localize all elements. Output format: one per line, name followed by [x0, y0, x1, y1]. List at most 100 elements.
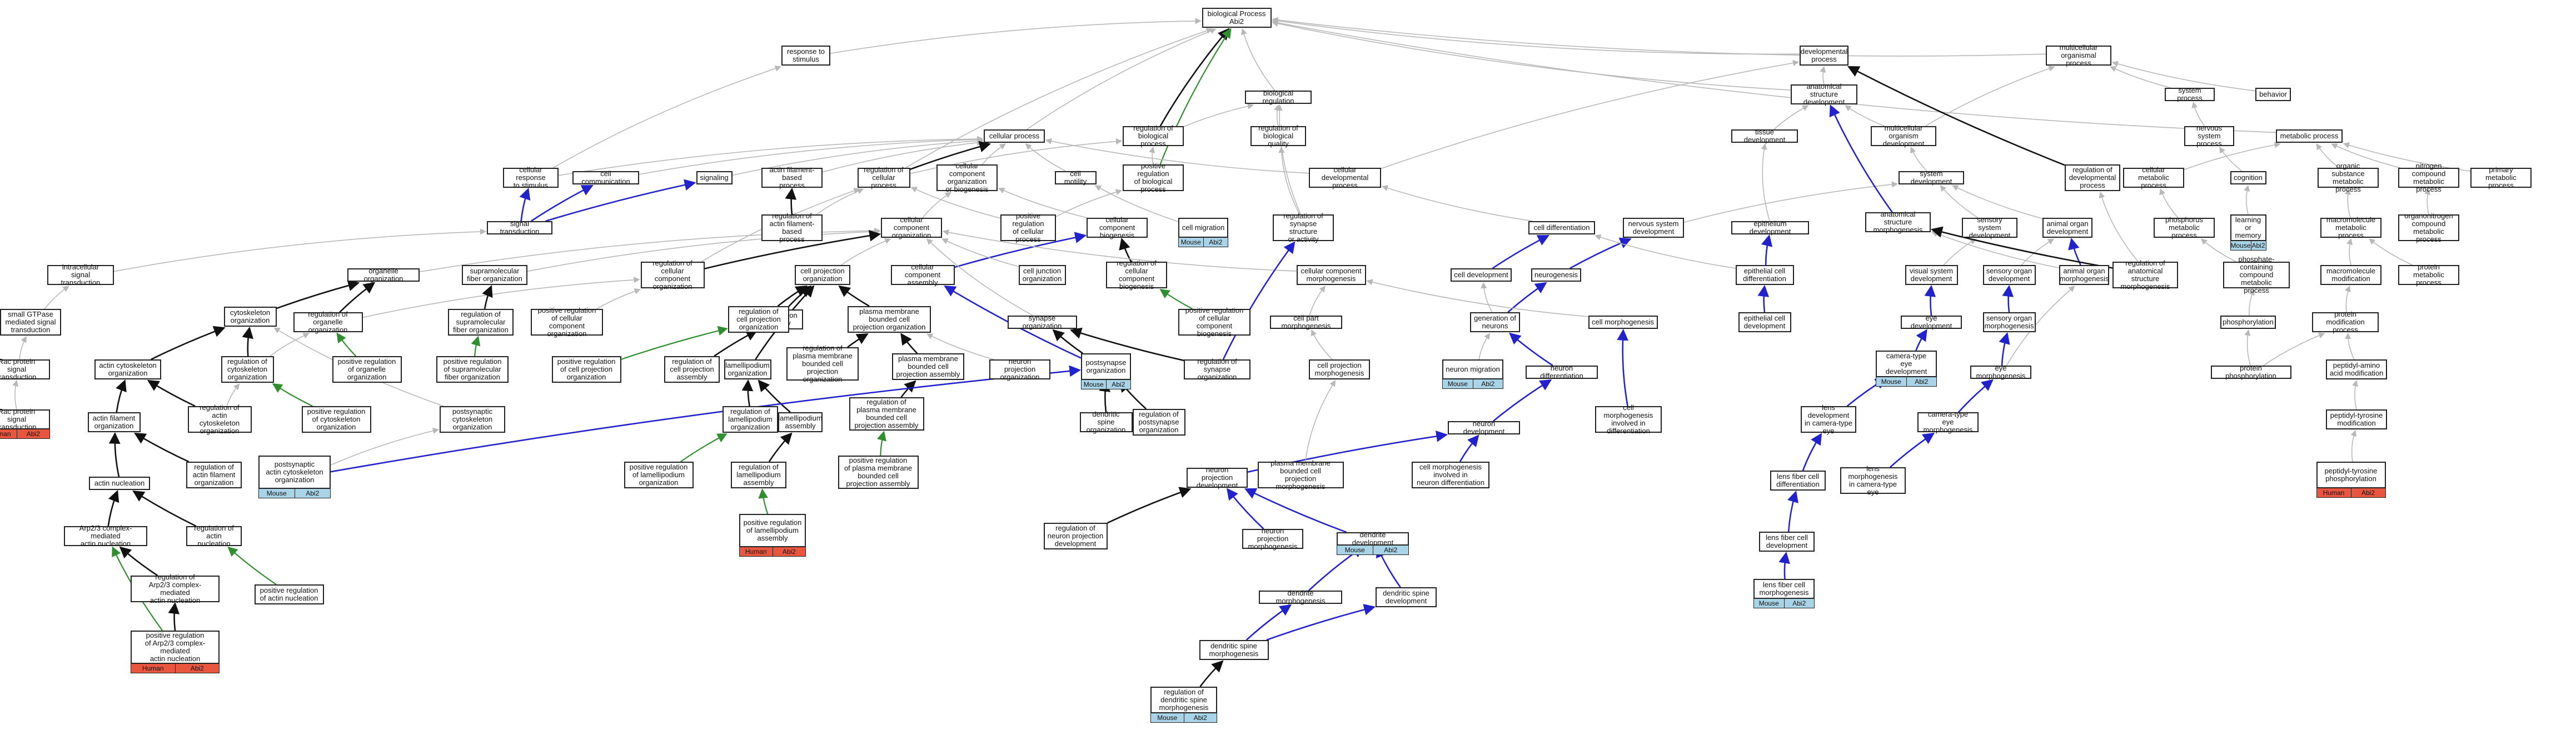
go-term-node[interactable]: lens morphogenesis in camera-type eye: [1840, 465, 1906, 496]
go-term-node[interactable]: positive regulation of lamellipodium org…: [624, 462, 694, 488]
go-term-node[interactable]: organonitrogen compound metabolic proces…: [2398, 212, 2459, 243]
go-term-node[interactable]: peptidyl-tyrosine phosphorylation: [2316, 462, 2386, 488]
go-term-node[interactable]: positive regulation of cellular process: [1000, 212, 1056, 243]
go-term-node[interactable]: regulation of actin filament organizatio…: [186, 462, 242, 488]
go-term-node[interactable]: regulation of organelle organization: [293, 311, 363, 334]
go-term-node[interactable]: regulation of plasma membrane bounded ce…: [849, 397, 924, 431]
go-term-node[interactable]: biological regulation: [1245, 89, 1312, 105]
go-term-node[interactable]: dendrite morphogenesis: [1259, 589, 1342, 605]
go-term-node[interactable]: phosphorylation: [2220, 316, 2276, 329]
go-term-node[interactable]: neuron projection organization: [989, 358, 1050, 381]
go-term-node[interactable]: positive regulation of biological proces…: [1123, 162, 1184, 193]
go-term-node[interactable]: cell differentiation: [1528, 221, 1595, 234]
go-term-node[interactable]: tissue development: [1731, 128, 1798, 144]
go-term-node[interactable]: developmental process: [1800, 46, 1848, 66]
go-term-node[interactable]: regulation of cellular component organiz…: [640, 259, 705, 291]
go-term-node[interactable]: postsynaptic actin cytoskeleton organiza…: [258, 456, 331, 489]
go-term-node[interactable]: dendritic spine morphogenesis: [1199, 640, 1269, 660]
go-term-node[interactable]: regulation of plasma membrane bounded ce…: [786, 344, 859, 383]
go-term-node[interactable]: cell projection morphogenesis: [1309, 359, 1370, 379]
go-term-node[interactable]: cell migration: [1178, 218, 1228, 238]
go-term-node[interactable]: regulation of supramolecular fiber organ…: [448, 309, 514, 336]
go-term-node[interactable]: positive regulation of actin nucleation: [254, 584, 324, 604]
go-term-node[interactable]: macromolecule modification: [2320, 265, 2381, 285]
go-term-node[interactable]: protein modification process: [2312, 311, 2379, 334]
go-term-node[interactable]: cellular component biogenesis: [1087, 216, 1148, 239]
go-term-node[interactable]: eye morphogenesis: [1970, 364, 2031, 380]
go-term-node[interactable]: animal organ morphogenesis: [2059, 265, 2109, 285]
go-term-node[interactable]: regulation of developmental process: [2065, 164, 2120, 191]
go-term-node[interactable]: regulation of postsynapse organization: [1132, 409, 1185, 436]
go-term-node[interactable]: anatomical structure morphogenesis: [1865, 211, 1931, 234]
go-term-node[interactable]: cell development: [1451, 268, 1512, 282]
go-term-node[interactable]: lens fiber cell morphogenesis: [1753, 579, 1815, 599]
go-term-node[interactable]: regulation of actin cytoskeleton organiz…: [187, 404, 252, 435]
go-term-node[interactable]: lamellipodium organization: [724, 359, 771, 379]
go-term-node[interactable]: lens development in camera-type eye: [1801, 404, 1856, 435]
go-term-node[interactable]: postsynapse organization: [1081, 353, 1131, 380]
go-term-node[interactable]: system development: [1899, 170, 1964, 186]
go-term-node[interactable]: system process: [2165, 87, 2215, 102]
go-term-node[interactable]: lens fiber cell differentiation: [1770, 471, 1826, 491]
go-term-node[interactable]: positive regulation of Arp2/3 complex-me…: [131, 631, 220, 664]
go-term-node[interactable]: synapse organization: [1007, 314, 1077, 330]
go-term-node[interactable]: protein metabolic process: [2398, 263, 2459, 287]
go-term-node[interactable]: positive regulation of cytoskeleton orga…: [301, 406, 371, 433]
go-term-node[interactable]: cellular component organization: [881, 216, 942, 239]
go-term-node[interactable]: nitrogen compound metabolic process: [2398, 162, 2459, 193]
go-term-node[interactable]: regulation of dendritic spine morphogene…: [1150, 687, 1217, 713]
go-term-node[interactable]: sensory organ development: [1982, 265, 2036, 285]
go-term-node[interactable]: response to stimulus: [781, 46, 830, 66]
go-term-node[interactable]: dendritic spine organization: [1079, 411, 1133, 434]
go-term-node[interactable]: generation of neurons: [1470, 312, 1520, 332]
go-term-node[interactable]: eye development: [1901, 314, 1962, 330]
go-term-node[interactable]: nervous system development: [1623, 218, 1684, 238]
go-term-node[interactable]: cellular response to stimulus: [503, 166, 559, 189]
go-term-node[interactable]: epithelium development: [1731, 220, 1809, 236]
go-term-node[interactable]: positive regulation of organelle organiz…: [332, 356, 402, 383]
go-term-node[interactable]: lens fiber cell development: [1759, 532, 1815, 552]
go-term-node[interactable]: plasma membrane bounded cell projection …: [1257, 459, 1344, 491]
go-term-node[interactable]: regulation of actin filament-based proce…: [761, 212, 823, 243]
go-term-node[interactable]: multicellular organism development: [1871, 124, 1936, 148]
go-term-node[interactable]: signal transduction: [487, 220, 552, 236]
go-term-node[interactable]: metabolic process: [2276, 129, 2343, 143]
go-term-node[interactable]: cognition: [2230, 171, 2266, 184]
go-term-node[interactable]: biological Process Abi2: [1202, 8, 1272, 28]
go-term-node[interactable]: camera-type eye morphogenesis: [1917, 411, 1979, 434]
go-term-node[interactable]: protein phosphorylation: [2210, 364, 2291, 380]
go-term-node[interactable]: neurogenesis: [1531, 268, 1581, 282]
go-term-node[interactable]: regulation of cell projection assembly: [664, 356, 720, 383]
go-term-node[interactable]: cell morphogenesis involved in different…: [1595, 404, 1662, 435]
go-term-node[interactable]: cell motility: [1054, 170, 1097, 186]
go-term-node[interactable]: epithelial cell development: [1738, 312, 1791, 332]
go-term-node[interactable]: neuron migration: [1442, 359, 1503, 379]
go-term-node[interactable]: postsynaptic cytoskeleton organization: [440, 406, 505, 433]
go-term-node[interactable]: lamellipodium assembly: [778, 412, 823, 432]
go-term-node[interactable]: dendritic spine development: [1376, 587, 1437, 607]
go-term-node[interactable]: sensory system development: [1962, 216, 2017, 239]
go-term-node[interactable]: regulation of actin nucleation: [186, 524, 242, 548]
go-term-node[interactable]: visual system development: [1905, 265, 1958, 285]
go-term-node[interactable]: supramolecular fiber organization: [462, 265, 527, 285]
go-term-node[interactable]: actin cytoskeleton organization: [94, 359, 161, 379]
go-term-node[interactable]: sensory organ morphogenesis: [1982, 312, 2036, 332]
go-term-node[interactable]: regulation of cytoskeleton organization: [221, 356, 274, 383]
go-term-node[interactable]: primary metabolic process: [2470, 166, 2532, 189]
go-term-node[interactable]: actin filament organization: [87, 412, 141, 432]
go-term-node[interactable]: Rac protein signal transduction: [0, 408, 50, 431]
go-term-node[interactable]: regulation of synapse structure or activ…: [1273, 212, 1334, 243]
go-term-node[interactable]: regulation of Arp2/3 complex-mediated ac…: [131, 573, 220, 604]
go-term-node[interactable]: cell morphogenesis: [1588, 316, 1658, 329]
go-term-node[interactable]: cell morphogenesis involved in neuron di…: [1412, 462, 1489, 488]
go-term-node[interactable]: cellular metabolic process: [2123, 166, 2184, 189]
go-term-node[interactable]: neuron differentiation: [1526, 364, 1598, 380]
go-term-node[interactable]: regulation of biological process: [1123, 124, 1184, 148]
go-term-node[interactable]: neuron projection development: [1187, 466, 1248, 489]
go-term-node[interactable]: peptidyl-amino acid modification: [2326, 359, 2387, 379]
go-term-node[interactable]: positive regulation of plasma membrane b…: [838, 456, 919, 489]
go-term-node[interactable]: Rac protein signal transduction: [0, 358, 50, 381]
go-term-node[interactable]: regulation of cellular component biogene…: [1106, 259, 1167, 291]
go-term-node[interactable]: dendrite development: [1337, 531, 1409, 547]
go-term-node[interactable]: epithelial cell differentiation: [1735, 265, 1794, 285]
